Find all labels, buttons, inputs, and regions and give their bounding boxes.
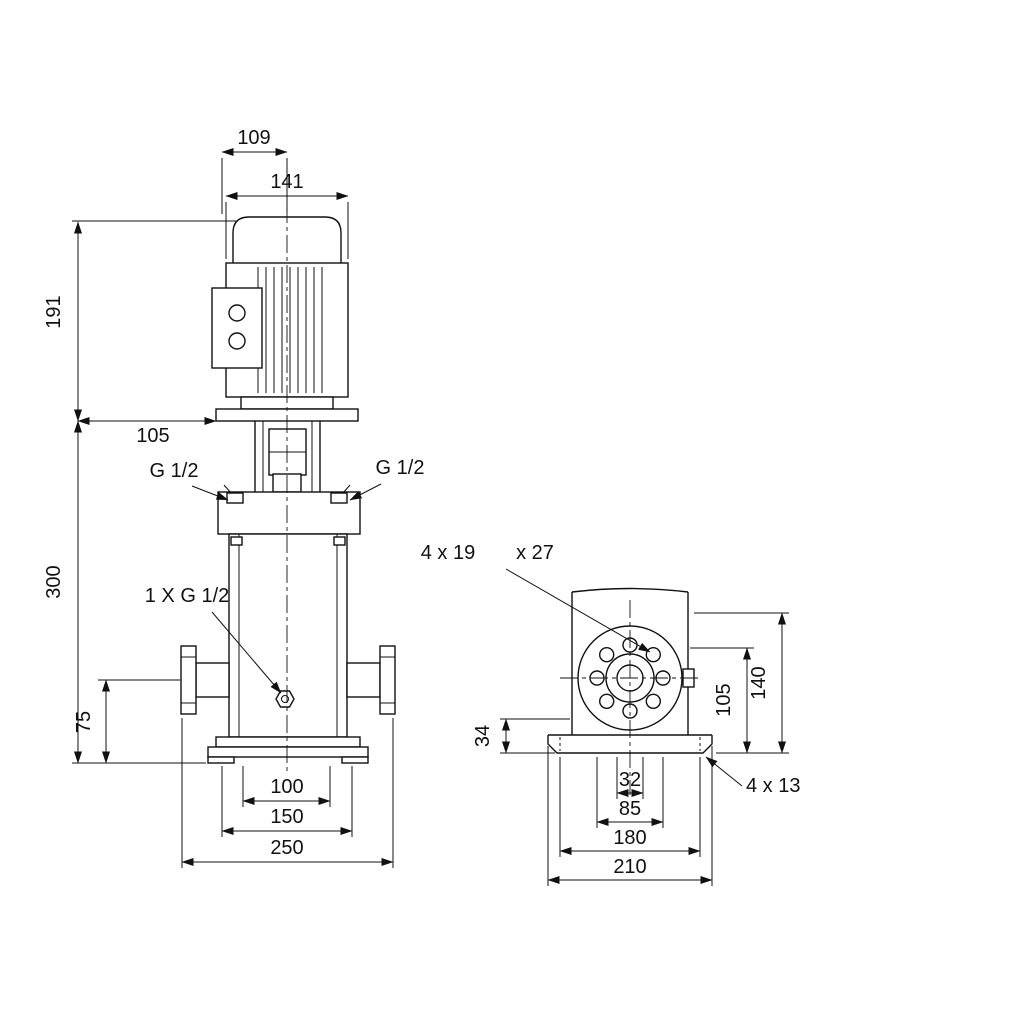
base-plate [207, 746, 369, 758]
cable-entry-bottom [228, 332, 246, 350]
flange-hole-depth-label: x 27 [516, 542, 554, 564]
plug-right [330, 492, 348, 504]
label-flange-holes: 4 x 19 x 27 [421, 542, 651, 653]
suction-flange-plate [180, 645, 197, 715]
dim-109: 109 [221, 127, 288, 214]
dim-75: 75 [73, 679, 180, 764]
dim-100: 100 [242, 766, 331, 807]
sleeve-side [571, 587, 689, 735]
discharge-pipe [346, 662, 381, 698]
dim-300-label: 300 [43, 565, 65, 598]
dim-140: 140 [694, 612, 789, 754]
plug-left [226, 492, 244, 504]
dim-34: 34 [472, 718, 570, 754]
plug-right-label: G 1/2 [376, 457, 425, 479]
dim-300: 300 [43, 420, 206, 764]
dim-32: 32 [616, 757, 644, 799]
pump-head [217, 473, 361, 535]
suction-flange [180, 645, 230, 715]
dim-191: 191 [43, 220, 236, 422]
base-holes-label: 4 x 13 [746, 775, 800, 797]
discharge-flange [346, 645, 396, 715]
dim-109-label: 109 [237, 127, 270, 149]
dim-105-side: 105 [690, 647, 754, 754]
dim-100-label: 100 [270, 776, 303, 798]
base-front [207, 736, 369, 764]
dim-210: 210 [547, 746, 713, 886]
dim-34-label: 34 [472, 725, 494, 747]
dim-180-label: 180 [613, 827, 646, 849]
label-plug-left: G 1/2 [150, 460, 229, 501]
dim-85-label: 85 [619, 798, 641, 820]
cable-entry-top [228, 304, 246, 322]
label-base-holes: 4 x 13 [705, 756, 800, 797]
suction-pipe [195, 662, 230, 698]
drain-plug [275, 690, 295, 708]
dim-210-label: 210 [613, 856, 646, 878]
dim-75-label: 75 [73, 711, 95, 733]
front-dimensions: 109 141 191 105 300 75 G 1/2 [43, 127, 424, 868]
side-view [547, 587, 713, 795]
foot-right [341, 756, 369, 764]
drain-port-label: 1 X G 1/2 [145, 585, 230, 607]
front-view [180, 205, 396, 772]
side-dimensions: 4 x 19 x 27 34 105 140 32 [421, 542, 800, 886]
plug-left-label: G 1/2 [150, 460, 199, 482]
motor [211, 216, 359, 422]
staybolt-nut-right [333, 536, 346, 546]
label-plug-right: G 1/2 [349, 457, 425, 501]
flange-holes-label: 4 x 19 [421, 542, 475, 564]
foot-left [207, 756, 235, 764]
dim-32-label: 32 [619, 769, 641, 791]
dim-191-label: 191 [43, 295, 65, 328]
dim-85: 85 [596, 757, 664, 828]
dim-250: 250 [181, 718, 394, 868]
dim-150: 150 [221, 766, 353, 837]
dim-105-front: 105 [77, 417, 217, 447]
dim-141-label: 141 [270, 171, 303, 193]
dim-105-side-label: 105 [713, 683, 735, 716]
dim-140-label: 140 [748, 666, 770, 699]
dim-180: 180 [559, 757, 701, 857]
label-drain-port: 1 X G 1/2 [145, 585, 282, 694]
coupling-section [254, 421, 321, 492]
staybolt-nut-left [230, 536, 243, 546]
dim-250-label: 250 [270, 837, 303, 859]
discharge-flange-plate [379, 645, 396, 715]
dim-141: 141 [225, 171, 349, 259]
dim-105-front-label: 105 [136, 425, 169, 447]
dim-150-label: 150 [270, 806, 303, 828]
base-flare [215, 736, 361, 748]
terminal-box [211, 287, 263, 369]
